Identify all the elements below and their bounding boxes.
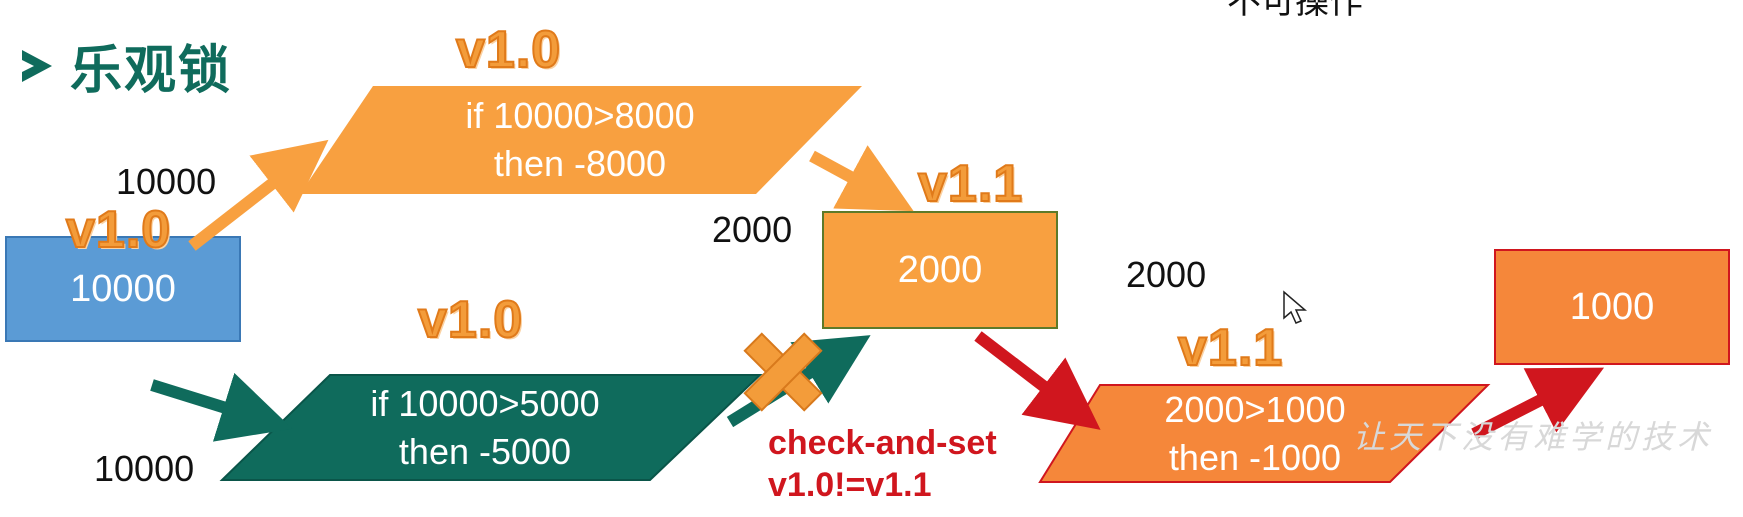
bottom-transaction-version: v1.0 bbox=[417, 290, 524, 350]
bottom-transaction-text: if 10000>5000 then -5000 bbox=[320, 378, 650, 478]
check-and-set-line1: check-and-set bbox=[768, 424, 997, 462]
top-transaction-line1: if 10000>8000 bbox=[465, 95, 695, 136]
arrow-top-to-middle bbox=[809, 145, 914, 212]
check-and-set-note: check-and-set v1.0!=v1.1 bbox=[768, 422, 997, 506]
bottom-read-amount: 10000 bbox=[94, 448, 195, 489]
final-balance-box bbox=[1494, 249, 1730, 365]
initial-balance-value: 10000 bbox=[70, 267, 176, 310]
third-transaction-line1: 2000>1000 bbox=[1164, 389, 1346, 430]
initial-balance-box bbox=[5, 236, 241, 342]
top-read-amount: 10000 bbox=[116, 161, 217, 202]
top-transaction-version: v1.0 bbox=[455, 20, 562, 80]
bottom-transaction-line2: then -5000 bbox=[398, 431, 572, 472]
bottom-transaction-line1: if 10000>5000 bbox=[370, 383, 600, 424]
initial-version-label: v1.0 bbox=[65, 200, 172, 260]
middle-balance-box bbox=[822, 211, 1058, 329]
third-transaction-line2: then -1000 bbox=[1168, 437, 1342, 478]
mouse-cursor-icon bbox=[1283, 290, 1308, 324]
bottom-transaction-shape bbox=[219, 374, 763, 481]
third-transaction-version: v1.1 bbox=[1177, 318, 1284, 378]
top-transaction-line2: then -8000 bbox=[493, 143, 667, 184]
third-transaction-shape bbox=[1038, 384, 1491, 483]
section-title: 乐观锁 bbox=[22, 28, 232, 103]
second-read-amount: 2000 bbox=[1126, 254, 1207, 295]
arrow-middle-to-third bbox=[974, 331, 1101, 430]
arrow-initial-to-bottom bbox=[150, 372, 293, 442]
check-and-set-line2: v1.0!=v1.1 bbox=[768, 466, 932, 504]
top-transaction-text: if 10000>8000 then -8000 bbox=[420, 90, 740, 190]
middle-box-version: v1.1 bbox=[917, 154, 1024, 214]
clipped-caption: 不可操作 bbox=[1227, 0, 1363, 22]
middle-balance-value: 2000 bbox=[897, 248, 983, 291]
top-transaction-shape bbox=[300, 86, 862, 194]
arrow-initial-to-top bbox=[188, 139, 329, 251]
watermark-text: 让天下没有难学的技术 bbox=[1352, 418, 1713, 456]
conflict-cross-icon bbox=[743, 332, 823, 412]
arrow-third-to-final bbox=[1471, 367, 1605, 440]
bullet-arrow-icon bbox=[22, 49, 52, 82]
page-title: 乐观锁 bbox=[70, 41, 233, 101]
third-transaction-text: 2000>1000 then -1000 bbox=[1110, 386, 1400, 482]
final-balance-value: 1000 bbox=[1569, 285, 1655, 328]
middle-read-amount: 2000 bbox=[712, 209, 793, 250]
